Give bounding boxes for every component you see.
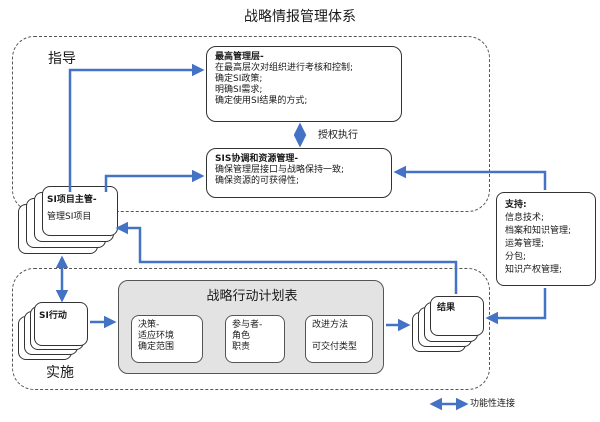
support-heading: 支持: [505,200,527,210]
top-management-line: 在最高层次对组织进行考核和控制; [215,63,354,73]
legend-label: 功能性连接 [470,399,516,409]
sis-coordination-line: 确保管理层接口与战略保持一致; [215,165,345,175]
manager-to-sis-arrow [104,169,205,192]
implementation-label: 实施 [46,365,74,381]
participants-line: 职责 [232,342,251,352]
si-manager-box: SI项目主管- 管理SI项目 [42,186,118,236]
results-box: 结果 [430,296,484,336]
results-feedback-arrow [115,221,458,294]
decision-line: 确定范围 [138,342,175,352]
support-line: 运筹管理; [505,239,545,249]
si-manager-line: 管理SI项目 [47,212,92,222]
manager-to-top-arrow [68,63,205,192]
guidance-label: 指导 [48,51,76,67]
decision-line: 适应环境 [138,331,175,341]
si-action-box: SI行动 [34,302,88,346]
top-management-line: 确定SI政策; [215,74,263,84]
top-management-line: 明确SI需求; [215,85,263,95]
methods-line: 可交付类型 [312,342,358,352]
si-manager-heading: SI项目主管- [47,195,97,205]
implementation-region [12,268,490,390]
decision-box: 决策- 适应环境 确定范围 [131,315,203,363]
sis-coordination-heading: SIS协调和资源管理- [215,154,299,164]
support-line: 分包; [505,252,527,262]
authorize-label: 授权执行 [318,130,358,141]
support-box: 支持: 信息技术; 档案和知识管理; 运筹管理; 分包; 知识产权管理; [496,192,596,286]
support-to-sis-arrow [393,165,547,190]
top-management-box: 最高管理层- 在最高层次对组织进行考核和控制; 确定SI政策; 明确SI需求; … [206,46,402,122]
action-plan-title: 战略行动计划表 [206,289,298,304]
guidance-region [12,36,490,212]
sis-coordination-line: 确保资源的可获得性; [215,176,300,186]
top-management-line: 确定使用SI结果的方式; [215,96,308,106]
participants-box: 参与者- 角色 职责 [225,315,285,363]
diagram-title: 战略情报管理体系 [244,9,356,25]
methods-line: 改进方法 [312,320,349,330]
results-stack: 结果 [412,296,484,356]
participants-line: 角色 [232,331,251,341]
decision-line: 决策- [138,320,160,330]
si-action-label: SI行动 [39,311,67,321]
action-plan-box: 战略行动计划表 决策- 适应环境 确定范围 参与者- 角色 职责 改进方法 可交… [118,280,384,374]
si-manager-stack: SI项目主管- 管理SI项目 [18,186,118,256]
support-line: 档案和知识管理; [505,226,572,236]
results-label: 结果 [437,303,456,313]
sis-coordination-box: SIS协调和资源管理- 确保管理层接口与战略保持一致; 确保资源的可获得性; [206,148,392,198]
support-line: 信息技术; [505,213,545,223]
participants-line: 参与者- [232,320,263,330]
support-to-results-arrow [485,288,547,325]
methods-box: 改进方法 可交付类型 [305,315,373,363]
support-line: 知识产权管理; [505,265,563,275]
si-action-stack: SI行动 [18,302,88,362]
top-management-heading: 最高管理层- [215,52,264,62]
